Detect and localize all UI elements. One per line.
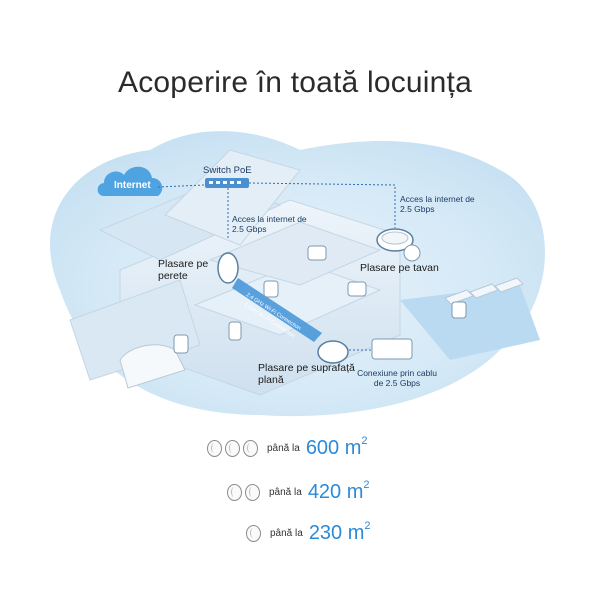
house-illustration — [50, 131, 546, 417]
surface-placement-label: Plasare pe suprafață plană — [258, 362, 355, 386]
deco-unit-icon — [246, 525, 261, 542]
cable-connection-label: Conexiune prin cablu de 2.5 Gbps — [357, 368, 437, 388]
wall-internet-label: Acces la internet de 2.5 Gbps — [232, 214, 307, 234]
pool — [400, 285, 540, 360]
speaker-icon — [263, 280, 279, 298]
tablet-icon — [173, 334, 189, 354]
lamp-icon — [403, 244, 421, 262]
pc-icon — [371, 338, 413, 360]
coverage-row-3: până la 600 m2 — [207, 435, 368, 460]
coverage-row-1: până la 230 m2 — [246, 520, 371, 545]
coverage-value: 420 m2 — [307, 479, 370, 503]
coverage-row-2: până la 420 m2 — [227, 479, 370, 504]
wall-placement-label: Plasare pe perete — [158, 258, 209, 282]
deco-unit-icon — [227, 484, 242, 501]
tv-icon — [347, 281, 367, 297]
ceiling-internet-label: Acces la internet de 2.5 Gbps — [400, 194, 475, 214]
coverage-value: 600 m2 — [305, 435, 368, 459]
coverage-value: 230 m2 — [308, 520, 371, 544]
internet-cloud — [97, 166, 163, 196]
watch-icon — [451, 301, 467, 319]
coverage-prefix: până la — [270, 528, 303, 539]
page-title: Acoperire în toată locuința — [118, 66, 472, 99]
internet-label: Internet — [114, 180, 151, 191]
phone-icon — [228, 321, 242, 341]
deco-unit-icon — [207, 440, 222, 457]
wall-device — [217, 252, 239, 284]
wifi-beam — [232, 278, 322, 342]
surface-device — [317, 340, 349, 364]
car — [119, 344, 186, 389]
deco-unit-icon — [245, 484, 260, 501]
ceiling-placement-label: Plasare pe tavan — [360, 262, 439, 274]
deco-unit-icon — [225, 440, 240, 457]
switch-label: Switch PoE — [203, 165, 252, 176]
gamepad-icon — [307, 245, 327, 261]
coverage-prefix: până la — [269, 487, 302, 498]
coverage-prefix: până la — [267, 443, 300, 454]
deco-unit-icon — [243, 440, 258, 457]
